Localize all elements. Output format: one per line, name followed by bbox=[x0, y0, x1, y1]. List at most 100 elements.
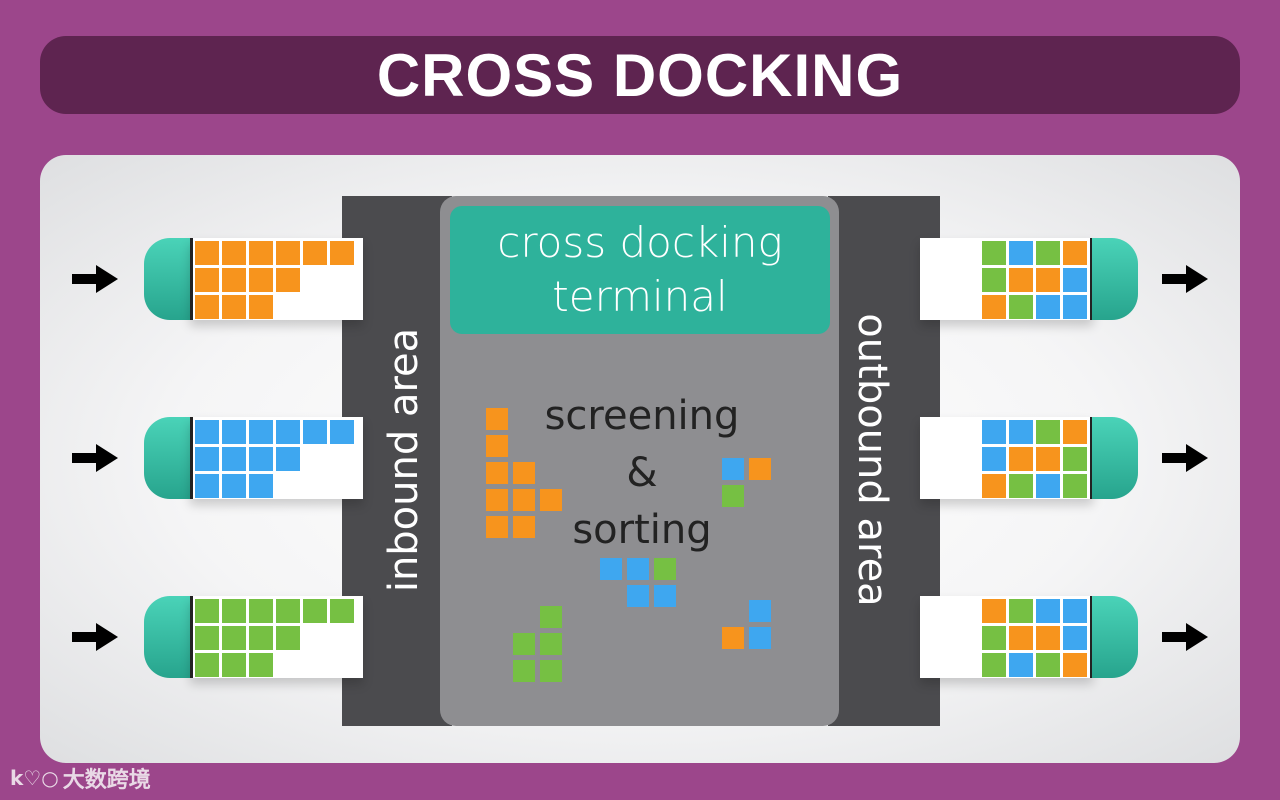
cargo-box bbox=[982, 295, 1006, 319]
sorting-box bbox=[513, 516, 535, 538]
cargo-box bbox=[249, 241, 273, 265]
page-title: CROSS DOCKING bbox=[376, 41, 904, 109]
center-line1: screening bbox=[544, 393, 740, 439]
cargo-box bbox=[330, 599, 354, 623]
cargo-box bbox=[1009, 447, 1033, 471]
sorting-box bbox=[540, 489, 562, 511]
cargo-box bbox=[222, 295, 246, 319]
cargo-box bbox=[1036, 295, 1060, 319]
cargo-box bbox=[1063, 599, 1087, 623]
inbound-area-label: inbound area bbox=[381, 327, 427, 593]
cargo-box bbox=[195, 241, 219, 265]
cargo-box bbox=[1063, 626, 1087, 650]
cargo-box bbox=[222, 268, 246, 292]
inbound-truck-icon bbox=[144, 238, 363, 320]
truck-cargo-grid bbox=[982, 241, 1087, 319]
outbound-truck-icon bbox=[920, 417, 1138, 499]
sorting-box bbox=[654, 558, 676, 580]
sorting-box bbox=[540, 606, 562, 628]
screening-sorting-label: screening & sorting bbox=[540, 388, 744, 559]
sorting-box bbox=[627, 585, 649, 607]
cargo-box bbox=[303, 241, 327, 265]
terminal-header: cross docking terminal bbox=[450, 206, 830, 334]
cargo-box bbox=[1009, 241, 1033, 265]
cargo-box bbox=[276, 599, 300, 623]
truck-cargo-grid bbox=[982, 420, 1087, 498]
cargo-box bbox=[303, 599, 327, 623]
cargo-box bbox=[303, 420, 327, 444]
cargo-box bbox=[1063, 653, 1087, 677]
truck-cargo-grid bbox=[982, 599, 1087, 677]
cargo-box bbox=[1009, 474, 1033, 498]
cargo-box bbox=[195, 447, 219, 471]
terminal-title-line1: cross docking bbox=[497, 218, 783, 267]
cargo-box bbox=[195, 420, 219, 444]
cargo-box bbox=[249, 420, 273, 444]
inbound-truck-icon bbox=[144, 417, 363, 499]
sorting-box bbox=[513, 489, 535, 511]
cargo-box bbox=[1036, 420, 1060, 444]
cargo-box bbox=[1009, 268, 1033, 292]
sorting-box bbox=[486, 516, 508, 538]
cargo-box bbox=[195, 295, 219, 319]
cargo-box bbox=[276, 447, 300, 471]
cargo-box bbox=[276, 241, 300, 265]
sorting-box bbox=[722, 627, 744, 649]
cargo-box bbox=[1036, 241, 1060, 265]
cargo-box bbox=[982, 268, 1006, 292]
cargo-box bbox=[1036, 268, 1060, 292]
sorting-box bbox=[749, 458, 771, 480]
sorting-box bbox=[749, 627, 771, 649]
right-arrow-icon bbox=[72, 265, 118, 293]
right-arrow-icon bbox=[1162, 623, 1208, 651]
inbound-truck-icon bbox=[144, 596, 363, 678]
watermark-logo: k♡○ bbox=[10, 766, 59, 790]
cargo-box bbox=[1036, 474, 1060, 498]
cargo-box bbox=[982, 474, 1006, 498]
cargo-box bbox=[222, 420, 246, 444]
cargo-box bbox=[1036, 653, 1060, 677]
cargo-box bbox=[249, 626, 273, 650]
cargo-box bbox=[1063, 241, 1087, 265]
cargo-box bbox=[222, 474, 246, 498]
terminal-title-line2: terminal bbox=[552, 272, 728, 321]
watermark: k♡○ 大数跨境 bbox=[10, 762, 151, 794]
cargo-box bbox=[982, 599, 1006, 623]
cargo-box bbox=[1009, 653, 1033, 677]
cargo-box bbox=[1009, 599, 1033, 623]
cargo-box bbox=[249, 599, 273, 623]
cargo-box bbox=[222, 653, 246, 677]
cargo-box bbox=[222, 447, 246, 471]
cargo-box bbox=[1063, 268, 1087, 292]
cargo-box bbox=[276, 626, 300, 650]
cargo-box bbox=[982, 420, 1006, 444]
sorting-box bbox=[600, 558, 622, 580]
sorting-box bbox=[486, 408, 508, 430]
cargo-box bbox=[276, 420, 300, 444]
cargo-box bbox=[249, 295, 273, 319]
cargo-box bbox=[982, 447, 1006, 471]
sorting-box bbox=[654, 585, 676, 607]
truck-cargo-grid bbox=[195, 420, 354, 498]
right-arrow-icon bbox=[72, 623, 118, 651]
sorting-box bbox=[513, 462, 535, 484]
cargo-box bbox=[249, 447, 273, 471]
outbound-area-label: outbound area bbox=[849, 313, 895, 607]
cargo-box bbox=[195, 653, 219, 677]
cargo-box bbox=[1009, 626, 1033, 650]
cargo-box bbox=[222, 241, 246, 265]
cargo-box bbox=[982, 653, 1006, 677]
sorting-box bbox=[722, 485, 744, 507]
cargo-box bbox=[1063, 447, 1087, 471]
cargo-box bbox=[1036, 447, 1060, 471]
sorting-box bbox=[627, 558, 649, 580]
watermark-text: 大数跨境 bbox=[62, 768, 151, 793]
title-banner: CROSS DOCKING bbox=[40, 36, 1240, 114]
cargo-box bbox=[195, 474, 219, 498]
cargo-box bbox=[249, 474, 273, 498]
sorting-box bbox=[749, 600, 771, 622]
cargo-box bbox=[249, 653, 273, 677]
center-line2: & bbox=[626, 450, 658, 496]
truck-cargo-grid bbox=[195, 599, 354, 677]
cargo-box bbox=[330, 241, 354, 265]
